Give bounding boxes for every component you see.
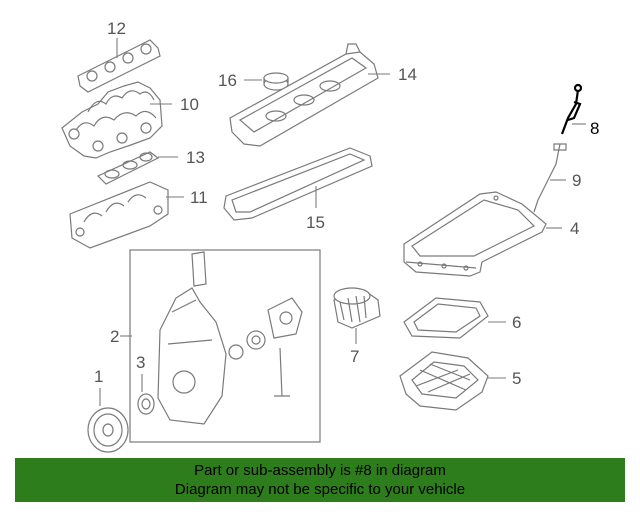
- callout-11[interactable]: 11: [190, 188, 208, 207]
- callout-8[interactable]: 8: [590, 119, 599, 138]
- part-15-gasket[interactable]: [223, 147, 373, 221]
- callout-10[interactable]: 10: [180, 95, 199, 114]
- part-11-intake[interactable]: [69, 181, 169, 249]
- part-13-gasket[interactable]: [96, 151, 160, 185]
- callout-16[interactable]: 16: [218, 71, 237, 90]
- callout-13[interactable]: 13: [186, 148, 205, 167]
- callout-12[interactable]: 12: [107, 19, 126, 38]
- callout-3[interactable]: 3: [136, 353, 145, 372]
- part-16-cap[interactable]: [263, 72, 289, 91]
- banner-line-2: Diagram may not be specific to your vehi…: [174, 481, 466, 498]
- part-2-assembly-box: [129, 249, 321, 443]
- part-3-seal[interactable]: [137, 393, 155, 415]
- callout-15[interactable]: 15: [306, 213, 325, 232]
- part-6-gasket[interactable]: [403, 297, 489, 339]
- part-1-pulley[interactable]: [87, 407, 129, 453]
- part-7-oil-filter[interactable]: [333, 287, 381, 329]
- callout-7[interactable]: 7: [350, 347, 359, 366]
- part-4-oil-pan[interactable]: [403, 191, 547, 277]
- part-5-lower-pan[interactable]: [399, 351, 489, 411]
- part-9-tube[interactable]: [533, 143, 567, 213]
- callout-1[interactable]: 1: [94, 367, 103, 386]
- part-8-dipstick[interactable]: [560, 83, 583, 135]
- callout-2[interactable]: 2: [110, 327, 119, 346]
- part-2-timing-cover[interactable]: [157, 251, 303, 425]
- banner-line-1: Part or sub-assembly is #8 in diagram: [194, 462, 446, 479]
- callout-5[interactable]: 5: [512, 369, 521, 388]
- callout-4[interactable]: 4: [570, 219, 579, 238]
- callout-9[interactable]: 9: [572, 171, 581, 190]
- part-12-gasket[interactable]: [77, 39, 161, 93]
- callout-14[interactable]: 14: [398, 65, 417, 84]
- part-10-manifold[interactable]: [61, 81, 163, 159]
- callout-6[interactable]: 6: [512, 313, 521, 332]
- part-14-valve-cover[interactable]: [229, 43, 379, 147]
- info-banner: Part or sub-assembly is #8 in diagram Di…: [15, 458, 625, 502]
